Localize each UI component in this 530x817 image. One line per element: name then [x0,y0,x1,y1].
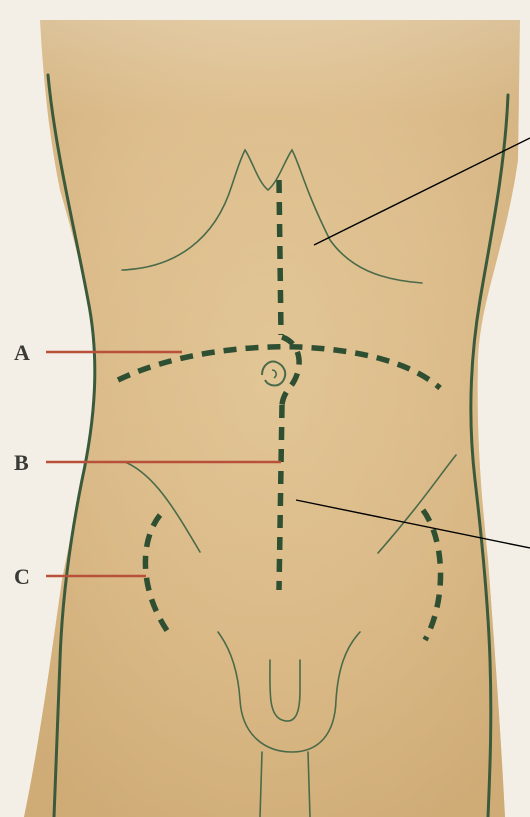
label-c: C [14,564,30,589]
label-b: B [14,450,29,475]
torso-skin-shading [24,20,520,817]
label-a: A [14,340,30,365]
incision-b-lower [279,405,282,590]
